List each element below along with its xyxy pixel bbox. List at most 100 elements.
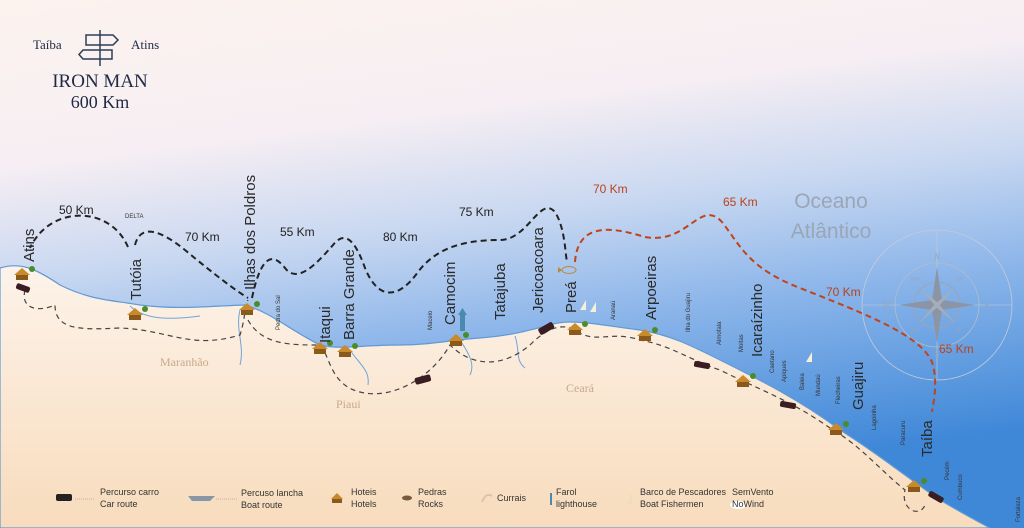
car-icon [538,322,555,335]
hotel-icon [312,340,333,354]
place-aranau: Aranaú [611,301,617,320]
nowind-icon [730,501,746,509]
title-distance: 600 Km [71,92,130,112]
hotel-icon [828,421,849,435]
place-ilha-do-guajiru: Ilha do Guajiru [686,293,692,332]
place-baleia: Baleia [800,373,806,390]
distance-labels: 50 Km 70 Km 55 Km 80 Km 75 Km [59,203,494,244]
place-atins: Atins [21,229,38,262]
land-area [0,265,991,528]
place-arpoeiras: Arpoeiras [643,256,660,320]
sailboats [580,300,812,362]
hotel-icon [735,373,756,387]
place-tutoia: Tutóia [128,258,145,300]
legend-label: Pedras [418,487,447,497]
place-taiba: Taíba [919,420,936,457]
fish-icon [558,266,577,274]
sailboat-icon [806,352,812,362]
cars [15,283,944,503]
place-icaraizinho: Icaraízinho [749,284,766,357]
place-moitas: Moitas [739,334,745,352]
hotel-icon [567,321,588,335]
lighthouse-icon [458,308,467,331]
place-guajiru: Guajiru [850,362,867,410]
rocks-icon [402,495,412,501]
boat-route-segment [29,214,129,249]
boat-routes [29,207,937,413]
place-pecem: Pecém [945,461,951,480]
car-routes [23,289,926,512]
place-pedra-do-sal: Pedra do Sal [276,295,282,330]
place-paracuru: Paracuru [901,421,907,445]
place-cumbuco: Cumbuco [958,474,964,500]
minor-places: DELTA Pedra do Sal Maceio Aranaú Ilha do… [125,214,1022,522]
legend-item-lighthouse: Farol lighthouse [550,487,597,509]
car-icon [779,400,797,410]
compass-nw: NW [910,277,921,283]
legend-item-corrals: Currais [481,493,527,503]
distance-labels-red: 70 Km 65 Km 70 Km 65 Km [593,182,974,356]
hotel-icon [637,327,658,341]
corral-icon [481,493,493,503]
legend-item-nowind: SemVento NoWind [730,487,774,509]
car-icon [928,491,944,503]
compass-rose-icon: N NE E SE S SW W NW [861,229,1013,381]
legend-label: lighthouse [556,499,597,509]
distance-label: 70 Km [185,230,220,244]
distance-label: 70 Km [593,182,628,196]
distance-label: 80 Km [383,230,418,244]
boat-icon [188,496,215,501]
boat-route-segment-red [574,214,937,413]
signpost-icon [77,30,120,66]
compass-e: E [983,300,990,310]
state-maranhao: Maranhão [160,355,209,369]
place-lagoinha: Lagoinha [872,405,878,430]
place-camocim: Camocim [442,262,459,325]
title-to: Atins [131,37,159,52]
legend: Percurso carro Car route Percuso lancha … [56,487,774,510]
place-delta: DELTA [125,214,143,220]
legend-label: Boat Fishermen [640,499,704,509]
legend-item-rocks: Pedras Rocks [402,487,447,509]
legend-label: Hotels [351,499,377,509]
lighthouse-icon [550,493,552,505]
title-from: Taíba [33,37,62,52]
car-icon [56,494,72,501]
legend-label: Currais [497,493,527,503]
distance-label: 75 Km [459,205,494,219]
title-name: IRON MAN [52,71,148,92]
hotel-icon [448,332,469,346]
legend-item-boat-route: Percuso lancha Boat route [188,488,303,510]
distance-label: 70 Km [826,285,861,299]
legend-label: SemVento [732,487,774,497]
place-mundau: Mundaú [816,374,822,396]
title-block: Taíba Atins IRON MAN 600 Km [33,30,159,112]
compass-se: SE [956,328,963,334]
distance-label: 50 Km [59,203,94,217]
place-tatajuba: Tatajuba [492,263,509,320]
hotel-icon [14,266,35,280]
major-places: Atins Tutóia Ilhas dos Poldros Itaqui Ba… [21,175,936,457]
compass-s: S [935,349,940,359]
place-prea: Preá [563,281,580,313]
legend-label: Percuso lancha [241,488,303,498]
legend-label: Car route [100,499,138,509]
car-icon [414,374,432,385]
hotel-icon [127,306,148,320]
place-apiques: Apiques [782,360,788,382]
place-barra-grande: Barra Grande [341,249,358,340]
compass-n: N [933,252,941,262]
legend-item-hotels: Hoteis Hotels [331,487,377,509]
legend-label: Barco de Pescadores [640,487,727,497]
place-itaqui: Itaqui [317,306,334,343]
hotel-icon [906,478,927,492]
ocean-label: Atlântico [791,220,872,243]
legend-label: Percurso carro [100,487,159,497]
sailboat-icon [627,493,632,504]
legend-label: NoWind [732,499,764,509]
legend-label: Boat route [241,500,283,510]
hotel-icon [239,301,260,315]
sailboat-icon [580,300,586,310]
state-piaui: Piaui [336,397,361,411]
